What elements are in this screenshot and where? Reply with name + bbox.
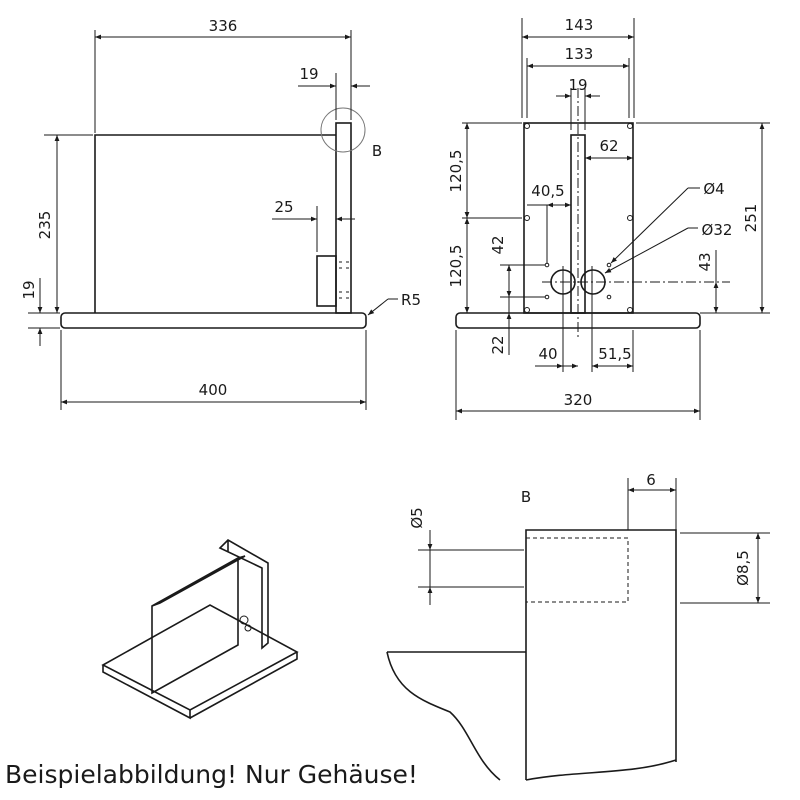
- dim-19-top: 19: [299, 65, 318, 83]
- dim-235: 235: [36, 211, 54, 240]
- dim-6: 6: [646, 471, 656, 489]
- dim-19-slot: 19: [568, 76, 587, 94]
- detail-b-view: B 6 Ø5 Ø8,5: [386, 471, 770, 781]
- detail-b-circle: [320, 107, 366, 153]
- dim-336: 336: [209, 17, 238, 35]
- dim-dia-8-5: Ø8,5: [734, 550, 752, 586]
- dim-62: 62: [599, 137, 618, 155]
- dim-320: 320: [564, 391, 593, 409]
- side-view: 336 19 B 25 235 19 R5 400: [20, 17, 421, 410]
- dim-133: 133: [565, 45, 594, 63]
- mounting-holes: [524, 123, 633, 313]
- dim-dia-4: Ø4: [703, 180, 724, 198]
- detail-marker-b: B: [372, 142, 382, 160]
- dim-40-5: 40,5: [531, 182, 564, 200]
- dim-40: 40: [538, 345, 557, 363]
- dim-22: 22: [489, 335, 507, 354]
- dim-dia-32: Ø32: [702, 221, 733, 239]
- dim-143: 143: [565, 16, 594, 34]
- caption: Beispielabbildung! Nur Gehäuse!: [5, 760, 418, 789]
- dim-19-base: 19: [20, 280, 38, 299]
- dim-400: 400: [199, 381, 228, 399]
- dim-25: 25: [274, 198, 293, 216]
- dim-120-5-upper: 120,5: [447, 150, 465, 193]
- detail-b-label: B: [521, 488, 531, 506]
- radius-r5: R5: [401, 291, 421, 309]
- dim-43: 43: [696, 252, 714, 271]
- dim-51-5: 51,5: [598, 345, 631, 363]
- dim-120-5-lower: 120,5: [447, 245, 465, 288]
- dim-dia-5: Ø5: [408, 507, 426, 528]
- dim-251: 251: [742, 204, 760, 233]
- dim-42: 42: [489, 235, 507, 254]
- isometric-view: [101, 539, 299, 720]
- cable-hole-right: [580, 269, 606, 295]
- front-view: 143 133 19 62 40,5 120,5 120,5 42 22 43 …: [447, 16, 770, 420]
